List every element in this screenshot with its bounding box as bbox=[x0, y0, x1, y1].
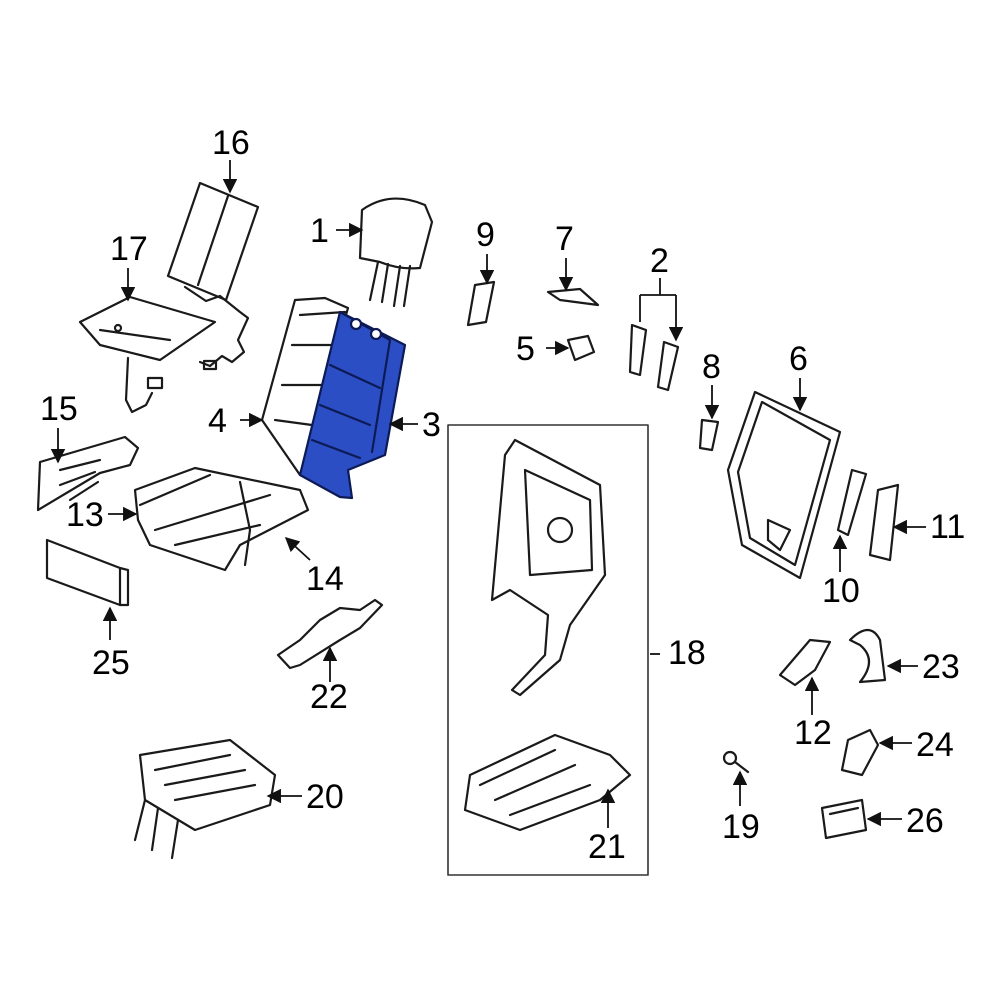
callout-19: 19 bbox=[722, 808, 760, 846]
callout-14: 14 bbox=[306, 560, 344, 598]
callout-17: 17 bbox=[110, 230, 148, 268]
headrest-icon bbox=[358, 197, 434, 308]
bracket-icon bbox=[546, 287, 600, 307]
callout-24: 24 bbox=[916, 726, 954, 764]
callout-22: 22 bbox=[310, 678, 348, 716]
callout-9: 9 bbox=[476, 216, 495, 254]
cushion-pad-icon bbox=[133, 466, 310, 572]
cushion-frame-icon bbox=[133, 738, 277, 860]
callout-10: 10 bbox=[822, 572, 860, 610]
callout-13: 13 bbox=[66, 496, 104, 534]
trim-cap-icon bbox=[466, 280, 496, 327]
callout-11: 11 bbox=[930, 508, 966, 546]
cushion-cover-icon bbox=[238, 480, 252, 567]
harness-icon bbox=[276, 598, 384, 670]
cushion-heater-icon bbox=[78, 295, 217, 414]
latch-handle-icon bbox=[836, 468, 868, 537]
pocket-panel-icon bbox=[45, 538, 130, 607]
callout-1: 1 bbox=[310, 212, 329, 250]
callout-16: 16 bbox=[212, 124, 250, 162]
callout-25: 25 bbox=[92, 644, 130, 682]
callout-7: 7 bbox=[555, 220, 574, 258]
strap-icon bbox=[848, 628, 887, 684]
callout-26: 26 bbox=[906, 802, 944, 840]
cover-cap-icon bbox=[840, 728, 880, 777]
callout-23: 23 bbox=[922, 648, 960, 686]
leader-lines bbox=[50, 160, 926, 828]
callout-20: 20 bbox=[306, 778, 344, 816]
clip-icon bbox=[566, 334, 596, 362]
callout-21: 21 bbox=[588, 828, 626, 866]
callout-3: 3 bbox=[422, 406, 441, 444]
frame-assembly-icon bbox=[447, 424, 649, 876]
callout-8: 8 bbox=[702, 348, 721, 386]
latch-icon bbox=[820, 798, 868, 840]
callout-4: 4 bbox=[208, 402, 227, 440]
back-panel-icon bbox=[726, 390, 842, 580]
bracket-icon-12 bbox=[778, 638, 832, 687]
base-frame-icon bbox=[463, 733, 632, 832]
seat-back-cover-icon bbox=[298, 310, 407, 500]
heater-element-icon bbox=[166, 181, 260, 371]
callout-15: 15 bbox=[40, 390, 78, 428]
headrest-guide-icon bbox=[628, 323, 680, 392]
callout-12: 12 bbox=[794, 714, 832, 752]
trim-cover-icon bbox=[868, 483, 900, 562]
clip-icon-8 bbox=[698, 418, 720, 452]
callout-2: 2 bbox=[650, 242, 669, 280]
callout-5: 5 bbox=[516, 330, 535, 368]
callout-18: 18 bbox=[668, 634, 706, 672]
bolt-icon bbox=[722, 750, 750, 774]
callout-6: 6 bbox=[789, 340, 808, 378]
